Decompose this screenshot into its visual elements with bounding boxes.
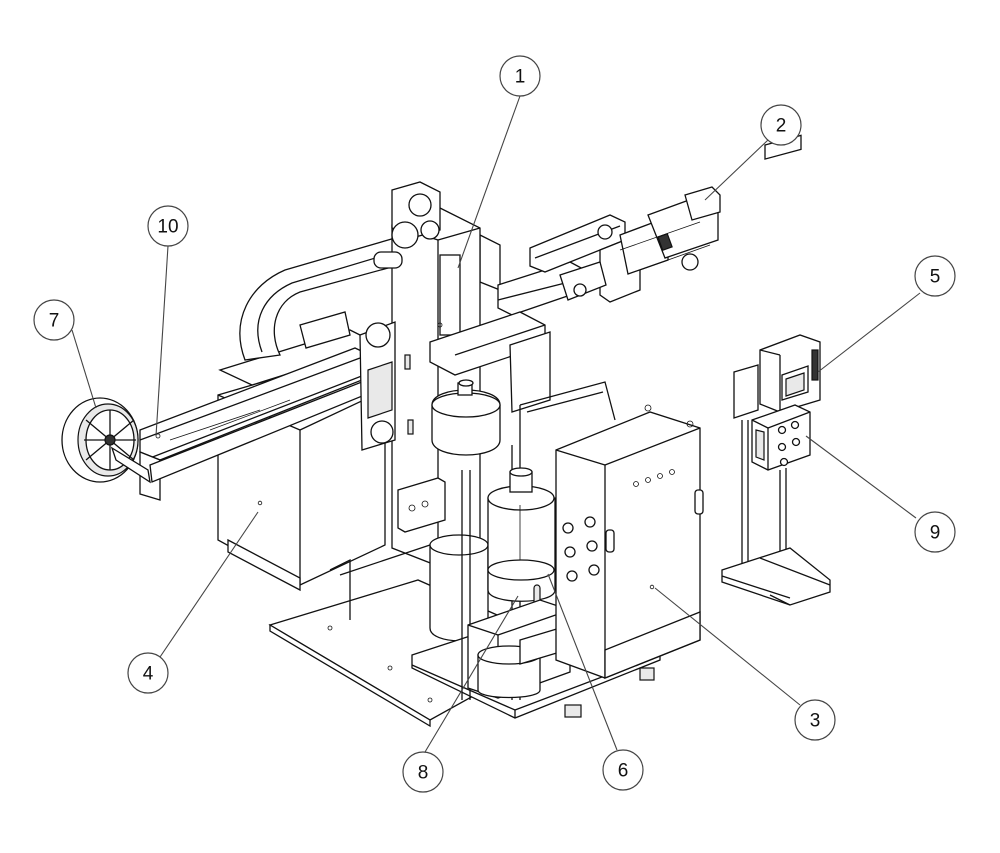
callout-8: 8 — [402, 751, 444, 793]
callout-3-label: 3 — [810, 711, 821, 732]
callout-5-label: 5 — [930, 267, 941, 288]
callout-7: 7 — [33, 299, 75, 341]
callout-10-label: 10 — [157, 217, 178, 238]
component-9-control-panel — [751, 404, 811, 471]
leader-8 — [424, 595, 519, 753]
callout-6: 6 — [602, 749, 644, 791]
callout-6-label: 6 — [618, 761, 629, 782]
leader-7 — [71, 329, 97, 409]
callout-4-label: 4 — [143, 664, 154, 685]
component-8-motor-unit — [467, 599, 571, 699]
callout-7-label: 7 — [49, 311, 60, 332]
component-2-torch-head — [529, 186, 721, 303]
component-7-wire-spool — [61, 397, 151, 484]
leader-4 — [157, 511, 259, 661]
callout-3: 3 — [794, 699, 836, 741]
horizontal-boom — [139, 347, 373, 501]
component-6-hopper — [487, 467, 556, 612]
callout-8-label: 8 — [418, 763, 429, 784]
upper-tank — [431, 379, 501, 456]
callout-5: 5 — [914, 255, 956, 297]
leader-9 — [805, 435, 917, 519]
callout-10: 10 — [147, 205, 189, 247]
callout-4: 4 — [127, 652, 169, 694]
leader-1 — [457, 95, 521, 269]
leader-6 — [547, 573, 618, 751]
callout-2: 2 — [760, 104, 802, 146]
leader-5 — [817, 292, 921, 373]
column-carriage — [359, 321, 396, 451]
callout-1: 1 — [499, 55, 541, 97]
callout-1-label: 1 — [515, 67, 526, 88]
callout-9: 9 — [914, 511, 956, 553]
leader-lines — [71, 95, 921, 753]
callout-2-label: 2 — [776, 116, 787, 137]
cross-beam — [429, 311, 551, 413]
leader-3 — [654, 587, 801, 706]
leader-10 — [155, 245, 169, 437]
leader-2 — [704, 139, 769, 201]
lower-tank — [397, 477, 489, 642]
component-3-control-cabinet — [555, 404, 704, 679]
component-5-pendant-display — [733, 134, 821, 419]
pendant-stand-legs — [721, 420, 831, 606]
callout-9-label: 9 — [930, 523, 941, 544]
